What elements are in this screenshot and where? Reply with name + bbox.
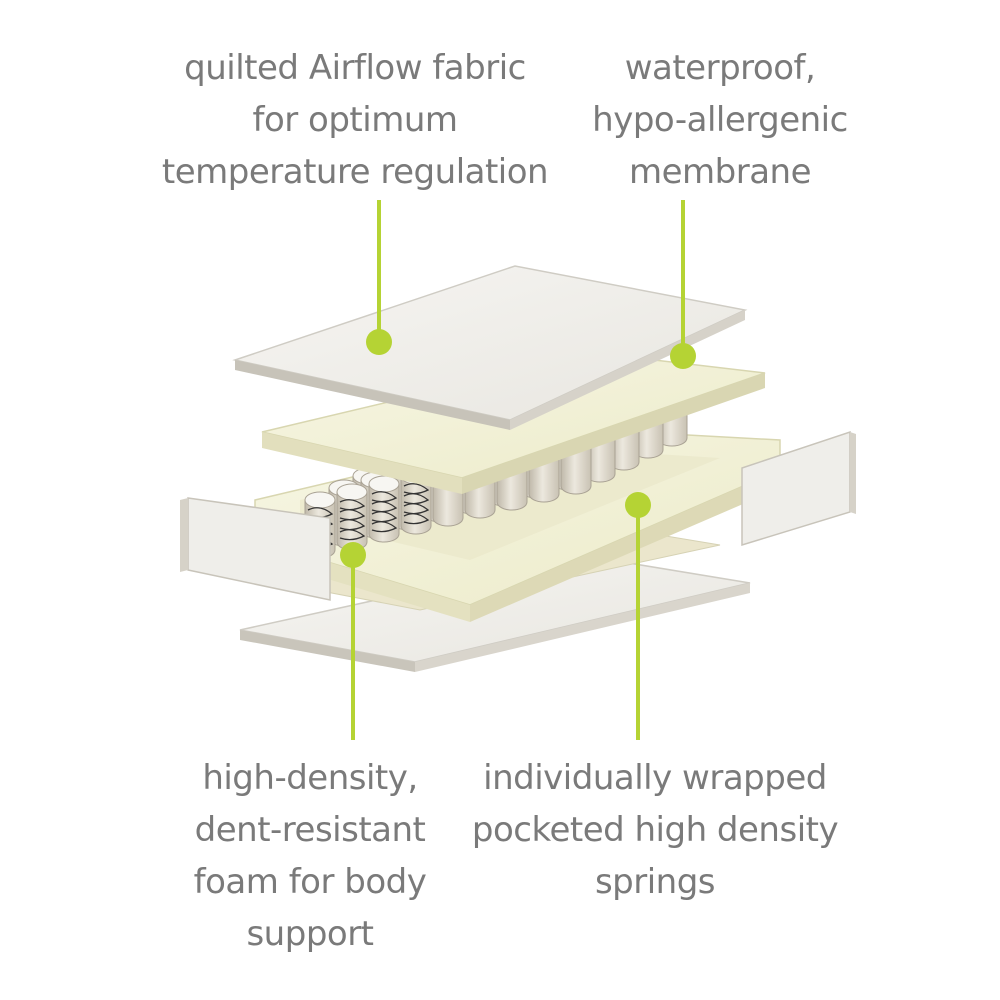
- callout-lines: [340, 200, 696, 740]
- callout-membrane-line-2: hypo-allergenic: [592, 100, 848, 140]
- callout-membrane-line-1: waterproof,: [624, 48, 816, 88]
- callout-foam-line-1: high-density,: [202, 758, 418, 798]
- callout-foam-line-3: foam for body: [193, 862, 427, 902]
- top-fabric-layer: [232, 265, 748, 430]
- callout-dot-springs: [625, 492, 651, 518]
- callout-springs-line-3: springs: [594, 862, 716, 902]
- callout-foam-line-2: dent-resistant: [194, 810, 426, 850]
- spring-pocket: [336, 483, 368, 551]
- callout-dot-airflow: [366, 329, 392, 355]
- callout-airflow-fabric: quilted Airflow fabric for optimum tempe…: [150, 42, 560, 198]
- callout-airflow-line-1: quilted Airflow fabric: [184, 48, 526, 88]
- callout-membrane: waterproof, hypo-allergenic membrane: [570, 42, 870, 198]
- callout-foam: high-density, dent-resistant foam for bo…: [175, 752, 445, 960]
- callout-membrane-line-3: membrane: [628, 152, 812, 192]
- left-side-panel: [180, 497, 331, 601]
- right-side-panel: [741, 430, 856, 547]
- callout-airflow-line-3: temperature regulation: [161, 152, 549, 192]
- callout-dot-membrane: [670, 343, 696, 369]
- callout-springs-line-2: pocketed high density: [471, 810, 839, 850]
- callout-airflow-line-2: for optimum: [252, 100, 458, 140]
- spring-pocket: [368, 475, 400, 543]
- callout-springs: individually wrapped pocketed high densi…: [455, 752, 855, 908]
- callout-dot-foam: [340, 542, 366, 568]
- callout-springs-line-1: individually wrapped: [483, 758, 827, 798]
- callout-foam-line-4: support: [246, 914, 374, 954]
